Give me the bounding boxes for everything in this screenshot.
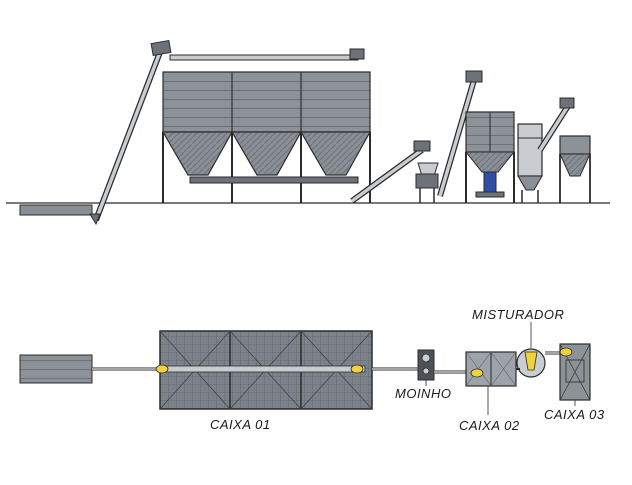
label-caixa-03: CAIXA 03 (544, 407, 605, 422)
silo-block (161, 71, 372, 203)
ground-hopper (19, 204, 93, 216)
label-caixa-02: CAIXA 02 (459, 418, 520, 433)
label-caixa-01: CAIXA 01 (210, 417, 271, 432)
plan-caixa-01 (155, 330, 373, 410)
plan-misturador (516, 348, 546, 378)
inclined-elevator-1 (89, 39, 172, 226)
caixa-03-elevation (559, 135, 591, 203)
plan-caixa-02 (465, 351, 517, 387)
label-moinho: MOINHO (395, 386, 452, 401)
caixa-02-elevation (464, 111, 516, 203)
inclined-elevator-4 (537, 97, 575, 152)
plan-ground-hopper (19, 354, 93, 384)
plan-moinho (417, 349, 435, 381)
plan-caixa-03 (559, 343, 591, 401)
mill-elevation (415, 162, 439, 203)
top-conveyor (169, 48, 365, 61)
inclined-conveyor-2 (350, 140, 431, 204)
inclined-elevator-3 (437, 70, 483, 197)
label-misturador: MISTURADOR (472, 307, 565, 322)
plan-view (19, 322, 591, 415)
mixer-elevation (517, 123, 543, 203)
elevation-view (6, 39, 610, 226)
